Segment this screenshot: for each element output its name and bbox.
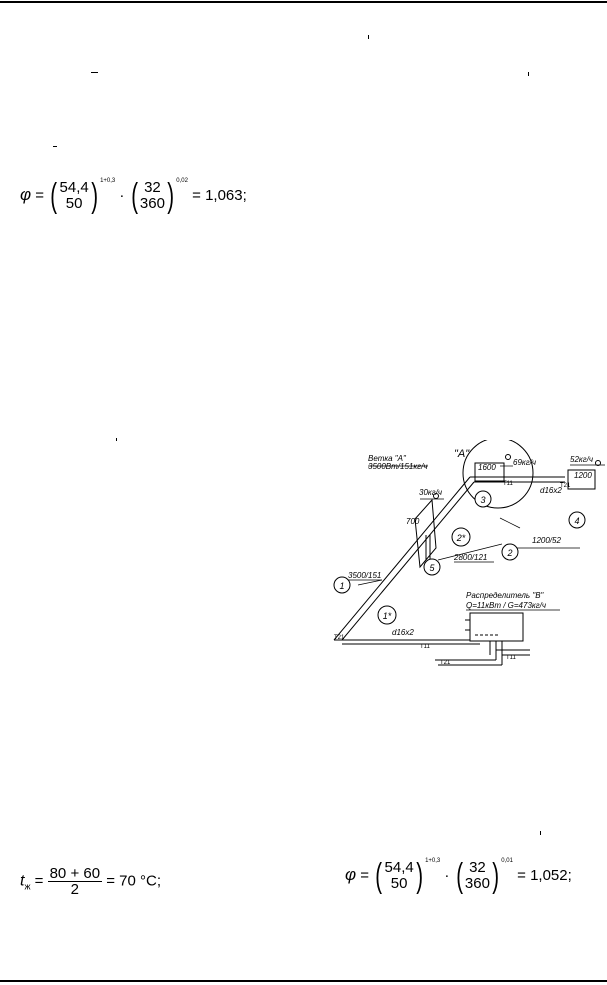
right-paren: ) xyxy=(91,177,98,216)
node-2: 2 xyxy=(506,548,512,558)
distributor-title: Распределитель "В" xyxy=(466,591,545,600)
branch-title: Ветка "А" xyxy=(368,454,407,463)
left-paren: ( xyxy=(50,177,58,216)
exponent1: 1+0,3 xyxy=(425,858,441,864)
left-paren: ( xyxy=(375,857,383,896)
pipe-d16-bottom: d16x2 xyxy=(392,628,414,637)
base1-top: 54,4 xyxy=(384,859,414,877)
branch-load: 3500Вт/151кг/ч xyxy=(368,462,427,471)
radiator-1600: 1600 xyxy=(478,463,496,472)
flow-30: 30кг/ч xyxy=(419,488,442,497)
radiator-700: 700 xyxy=(406,517,420,526)
result: = 70 °C; xyxy=(106,872,162,890)
distributor-load: Q=11кВт / G=473кг/ч xyxy=(466,601,546,610)
equals-sign: = xyxy=(35,187,45,204)
base1-bottom: 50 xyxy=(390,875,408,893)
node-2-star: 2* xyxy=(456,533,466,543)
flow-52: 52кг/ч xyxy=(570,455,593,464)
exponent2: 0,02 xyxy=(176,178,188,184)
flow-69: 69кг/ч xyxy=(513,458,536,467)
radiator-1200: 1200 xyxy=(574,471,592,480)
segment-1200-52: 1200/52 xyxy=(532,536,561,545)
pipe-d16-top: d16x2 xyxy=(540,486,562,495)
right-paren: ) xyxy=(416,857,423,896)
exponent2: 0,01 xyxy=(501,858,513,864)
stray-mark xyxy=(53,146,57,147)
stray-mark xyxy=(368,35,369,39)
t11-top: Т11 xyxy=(503,481,514,487)
exponent1: 1+0,3 xyxy=(100,178,116,184)
node-a-label: "А" xyxy=(454,448,470,460)
dot-operator: · xyxy=(119,187,125,204)
t-symbol: t xyxy=(20,872,25,890)
node-5: 5 xyxy=(429,563,435,573)
base2-top: 32 xyxy=(144,179,161,197)
base1-top: 54,4 xyxy=(59,179,89,197)
node-1: 1 xyxy=(339,581,344,591)
top-rule xyxy=(0,1,607,3)
phi-symbol: φ xyxy=(20,185,32,204)
stray-mark xyxy=(91,72,98,73)
segment-3500-151: 3500/151 xyxy=(348,571,381,580)
equals-sign: = xyxy=(34,872,44,890)
right-paren: ) xyxy=(167,177,175,216)
base2-top: 32 xyxy=(469,859,486,877)
phi-symbol: φ xyxy=(345,865,357,884)
result: = 1,052; xyxy=(517,867,572,884)
stray-mark xyxy=(116,438,117,441)
t11-out: Т11 xyxy=(506,655,517,661)
stray-mark xyxy=(528,72,529,76)
left-paren: ( xyxy=(130,177,138,216)
node-1-star: 1* xyxy=(383,611,392,621)
stray-mark xyxy=(540,831,541,835)
numerator: 80 + 60 xyxy=(47,865,103,882)
t11-bottom: Т11 xyxy=(420,644,431,650)
right-paren: ) xyxy=(492,857,500,896)
segment-2800-121: 2800/121 xyxy=(453,553,487,562)
result: = 1,063; xyxy=(192,187,247,204)
t21-top: Т21 xyxy=(560,483,571,489)
bottom-rule xyxy=(0,980,607,982)
node-4: 4 xyxy=(574,516,579,526)
base2-bottom: 360 xyxy=(139,195,165,213)
t21-bottom: Т21 xyxy=(334,635,345,641)
node-3: 3 xyxy=(480,495,485,505)
base1-bottom: 50 xyxy=(65,195,83,213)
base2-bottom: 360 xyxy=(464,875,490,893)
denominator: 2 xyxy=(70,881,79,898)
t-subscript: ж xyxy=(24,881,31,892)
dot-operator: · xyxy=(444,867,450,884)
heating-scheme-diagram: Ветка "А" 3500Вт/151кг/ч "А" 69кг/ч 52кг… xyxy=(333,440,605,666)
equals-sign: = xyxy=(360,867,370,884)
left-paren: ( xyxy=(455,857,463,896)
t21-out: Т21 xyxy=(440,660,451,666)
